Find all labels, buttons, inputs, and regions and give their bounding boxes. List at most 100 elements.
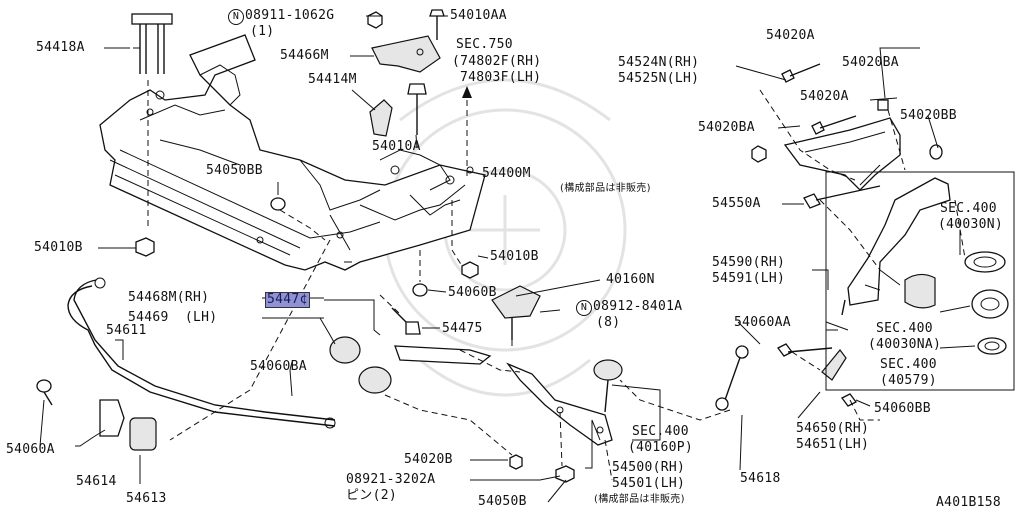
label-54466M: 54466M bbox=[280, 48, 329, 63]
bushing-5447x bbox=[329, 336, 392, 394]
label-54501: 54501(LH) bbox=[612, 476, 686, 491]
label-54020A-mid: 54020A bbox=[800, 89, 849, 104]
label-74803F: 74803F(LH) bbox=[460, 70, 542, 85]
label-54060BA: 54060BA bbox=[250, 359, 307, 374]
label-54010AA: 54010AA bbox=[450, 8, 507, 23]
label-54500: 54500(RH) bbox=[612, 460, 686, 475]
diagram-id: A401B158 bbox=[936, 495, 1002, 510]
label-54400M: 54400M bbox=[482, 166, 531, 181]
bolt-54020A-mid bbox=[811, 115, 857, 135]
label-54020BB: 54020BB bbox=[900, 108, 957, 123]
label-5447x-highlighted[interactable]: 5447¢ bbox=[265, 292, 310, 308]
label-54468M: 54468M(RH) bbox=[128, 290, 210, 305]
label-54524N: 54524N(RH) bbox=[618, 55, 700, 70]
bolt-54060AA bbox=[777, 343, 833, 357]
bracket-54650 bbox=[821, 349, 847, 381]
label-40030NA: (40030NA) bbox=[868, 337, 942, 352]
label-08921-3202A: 08921-3202A bbox=[346, 472, 436, 487]
nut-54020B bbox=[509, 454, 523, 470]
label-40160N: 40160N bbox=[606, 272, 655, 287]
sec400-group-box bbox=[825, 171, 1015, 391]
label-54060AA: 54060AA bbox=[734, 315, 791, 330]
label-08912-8401A-text: 08912-8401A bbox=[593, 299, 683, 314]
n-mark-icon: N bbox=[576, 300, 592, 316]
bearing-40030N bbox=[964, 251, 1006, 273]
suspension-member-54400M bbox=[99, 34, 486, 271]
label-54611: 54611 bbox=[106, 323, 147, 338]
axle-housing-54590 bbox=[841, 177, 951, 316]
label-08912-qty: (8) bbox=[596, 315, 621, 330]
label-sec750: SEC.750 bbox=[456, 37, 513, 52]
label-40579: (40579) bbox=[880, 373, 937, 388]
label-54010B-left: 54010B bbox=[34, 240, 83, 255]
bolt-54020A-top bbox=[781, 63, 821, 83]
label-54060A: 54060A bbox=[6, 442, 55, 457]
nut-08911 bbox=[367, 11, 383, 29]
leader-lines bbox=[39, 15, 976, 503]
bolt-54475 bbox=[391, 307, 421, 335]
bolt-54010AA bbox=[429, 9, 445, 40]
label-54060B: 54060B bbox=[448, 285, 497, 300]
label-54010A-top: 54010A bbox=[372, 139, 421, 154]
label-sec400-40579: SEC.400 bbox=[880, 357, 937, 372]
label-sec400-40030N: SEC.400 bbox=[940, 201, 997, 216]
label-54650: 54650(RH) bbox=[796, 421, 870, 436]
bolt-54060A bbox=[36, 379, 53, 406]
label-not-sold-2: (構成部品は非販売) bbox=[594, 494, 685, 505]
label-not-sold-1: (構成部品は非販売) bbox=[560, 183, 651, 194]
label-54020A-top: 54020A bbox=[766, 28, 815, 43]
stabilizer-link-54618 bbox=[715, 345, 749, 411]
bolt-54418A bbox=[131, 13, 173, 74]
label-08921-qty: ピン(2) bbox=[346, 488, 397, 503]
nut-54010B-right bbox=[461, 261, 479, 279]
nut-54010B-left bbox=[135, 237, 155, 257]
label-sec400-40160P: SEC.400 bbox=[632, 424, 689, 439]
label-54613: 54613 bbox=[126, 491, 167, 506]
label-08911-qty: (1) bbox=[250, 24, 275, 39]
label-54020BA-right: 54020BA bbox=[842, 55, 899, 70]
bracket-54414M bbox=[369, 99, 393, 137]
label-54475: 54475 bbox=[442, 321, 483, 336]
label-54050BB: 54050BB bbox=[206, 163, 263, 178]
label-54590: 54590(RH) bbox=[712, 255, 786, 270]
bushing-54613 bbox=[129, 417, 157, 451]
washer-54050BB bbox=[270, 197, 286, 211]
nut-54020BA-left bbox=[751, 145, 767, 163]
label-08911-1062G-text: 08911-1062G bbox=[245, 8, 335, 23]
label-54591: 54591(LH) bbox=[712, 271, 786, 286]
label-54651: 54651(LH) bbox=[796, 437, 870, 452]
bracket-54466M bbox=[371, 35, 441, 73]
label-54550A: 54550A bbox=[712, 196, 761, 211]
link-54500 bbox=[394, 345, 613, 446]
label-54020B: 54020B bbox=[404, 452, 453, 467]
label-sec400-40030NA: SEC.400 bbox=[876, 321, 933, 336]
bolt-54550A bbox=[803, 185, 881, 209]
seal-40579 bbox=[977, 337, 1007, 355]
label-74802F: (74802F(RH) bbox=[452, 54, 542, 69]
bolt-54010A bbox=[407, 83, 427, 135]
sec750-arrow bbox=[462, 86, 472, 176]
washer-54050B bbox=[555, 465, 575, 483]
label-40160P: (40160P) bbox=[628, 440, 694, 455]
ball-joint-40160P bbox=[593, 359, 623, 413]
label-54614: 54614 bbox=[76, 474, 117, 489]
label-54060BB: 54060BB bbox=[874, 401, 931, 416]
label-54618: 54618 bbox=[740, 471, 781, 486]
bearing-40030NA bbox=[971, 289, 1009, 319]
label-54418A: 54418A bbox=[36, 40, 85, 55]
clamp-54614 bbox=[99, 399, 125, 437]
label-54050B: 54050B bbox=[478, 494, 527, 509]
ball-joint-40160N bbox=[491, 285, 541, 340]
dashed-assembly-lines bbox=[147, 80, 966, 481]
label-54020BA-left: 54020BA bbox=[698, 120, 755, 135]
label-54414M: 54414M bbox=[308, 72, 357, 87]
nut-54020BB bbox=[929, 144, 943, 160]
label-54010B-right: 54010B bbox=[490, 249, 539, 264]
n-mark-icon: N bbox=[228, 9, 244, 25]
label-40030N: (40030N) bbox=[938, 217, 1004, 232]
label-54525N: 54525N(LH) bbox=[618, 71, 700, 86]
nut-54020BA-right bbox=[877, 99, 889, 111]
